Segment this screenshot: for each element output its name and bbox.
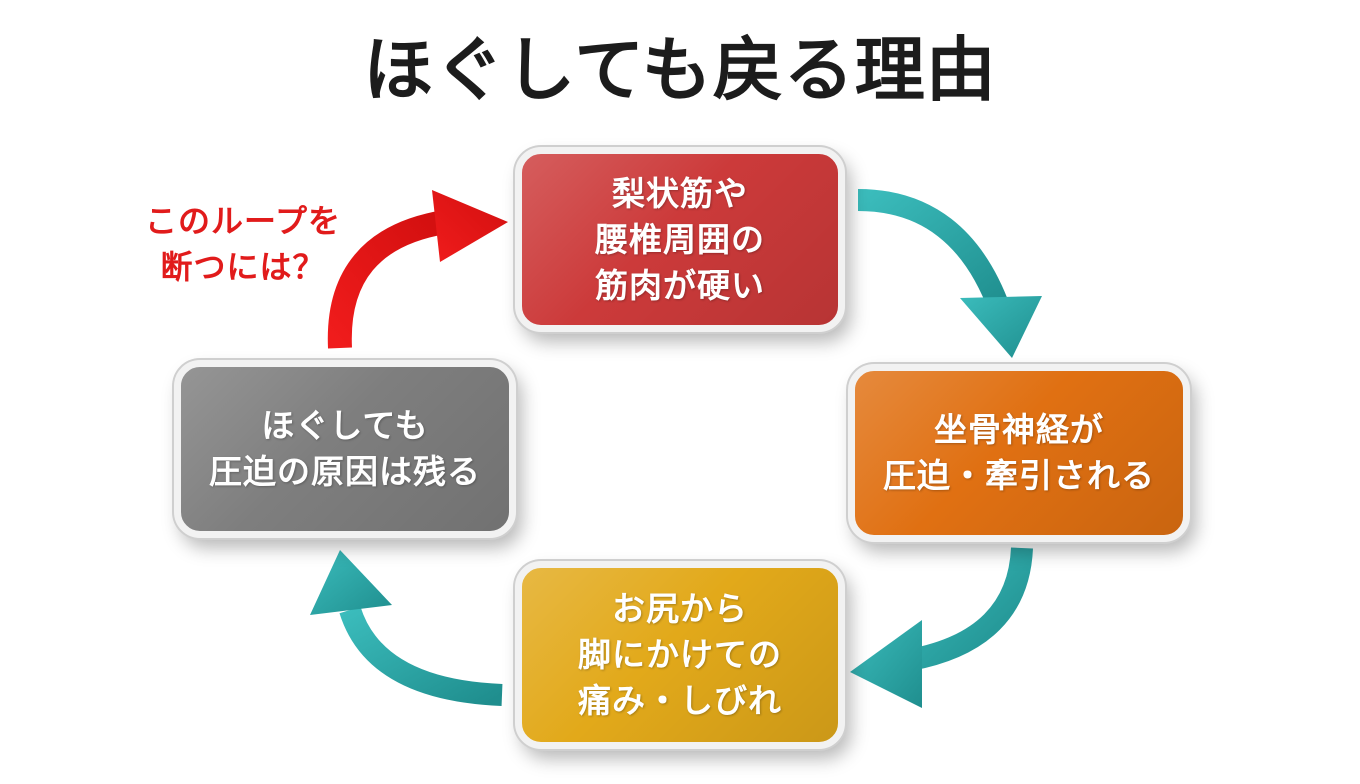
step-label: 梨状筋や 腰椎周囲の 筋肉が硬い bbox=[595, 173, 765, 305]
step-label: ほぐしても 圧迫の原因は残る bbox=[209, 406, 481, 491]
arrow-right-to-bottom bbox=[850, 547, 1033, 708]
step-box-cause-remains: ほぐしても 圧迫の原因は残る bbox=[174, 360, 516, 538]
step-label: お尻から 脚にかけての 痛み・しびれ bbox=[578, 589, 782, 720]
page-title: ほぐしても戻る理由 bbox=[363, 29, 997, 111]
step-box-nerve-compression: 坐骨神経が 圧迫・牽引される bbox=[848, 364, 1190, 542]
step-box-pain-numbness: お尻から 脚にかけての 痛み・しびれ bbox=[515, 561, 845, 749]
step-label: 坐骨神経が 圧迫・牽引される bbox=[883, 410, 1155, 495]
arrow-top-to-right bbox=[857, 189, 1042, 358]
arrow-bottom-to-left bbox=[310, 550, 503, 706]
arrow-left-to-top bbox=[327, 190, 508, 349]
step-box-stiff-muscles: 梨状筋や 腰椎周囲の 筋肉が硬い bbox=[515, 147, 845, 332]
loop-question-text: このループを 断つには？ bbox=[144, 202, 342, 286]
